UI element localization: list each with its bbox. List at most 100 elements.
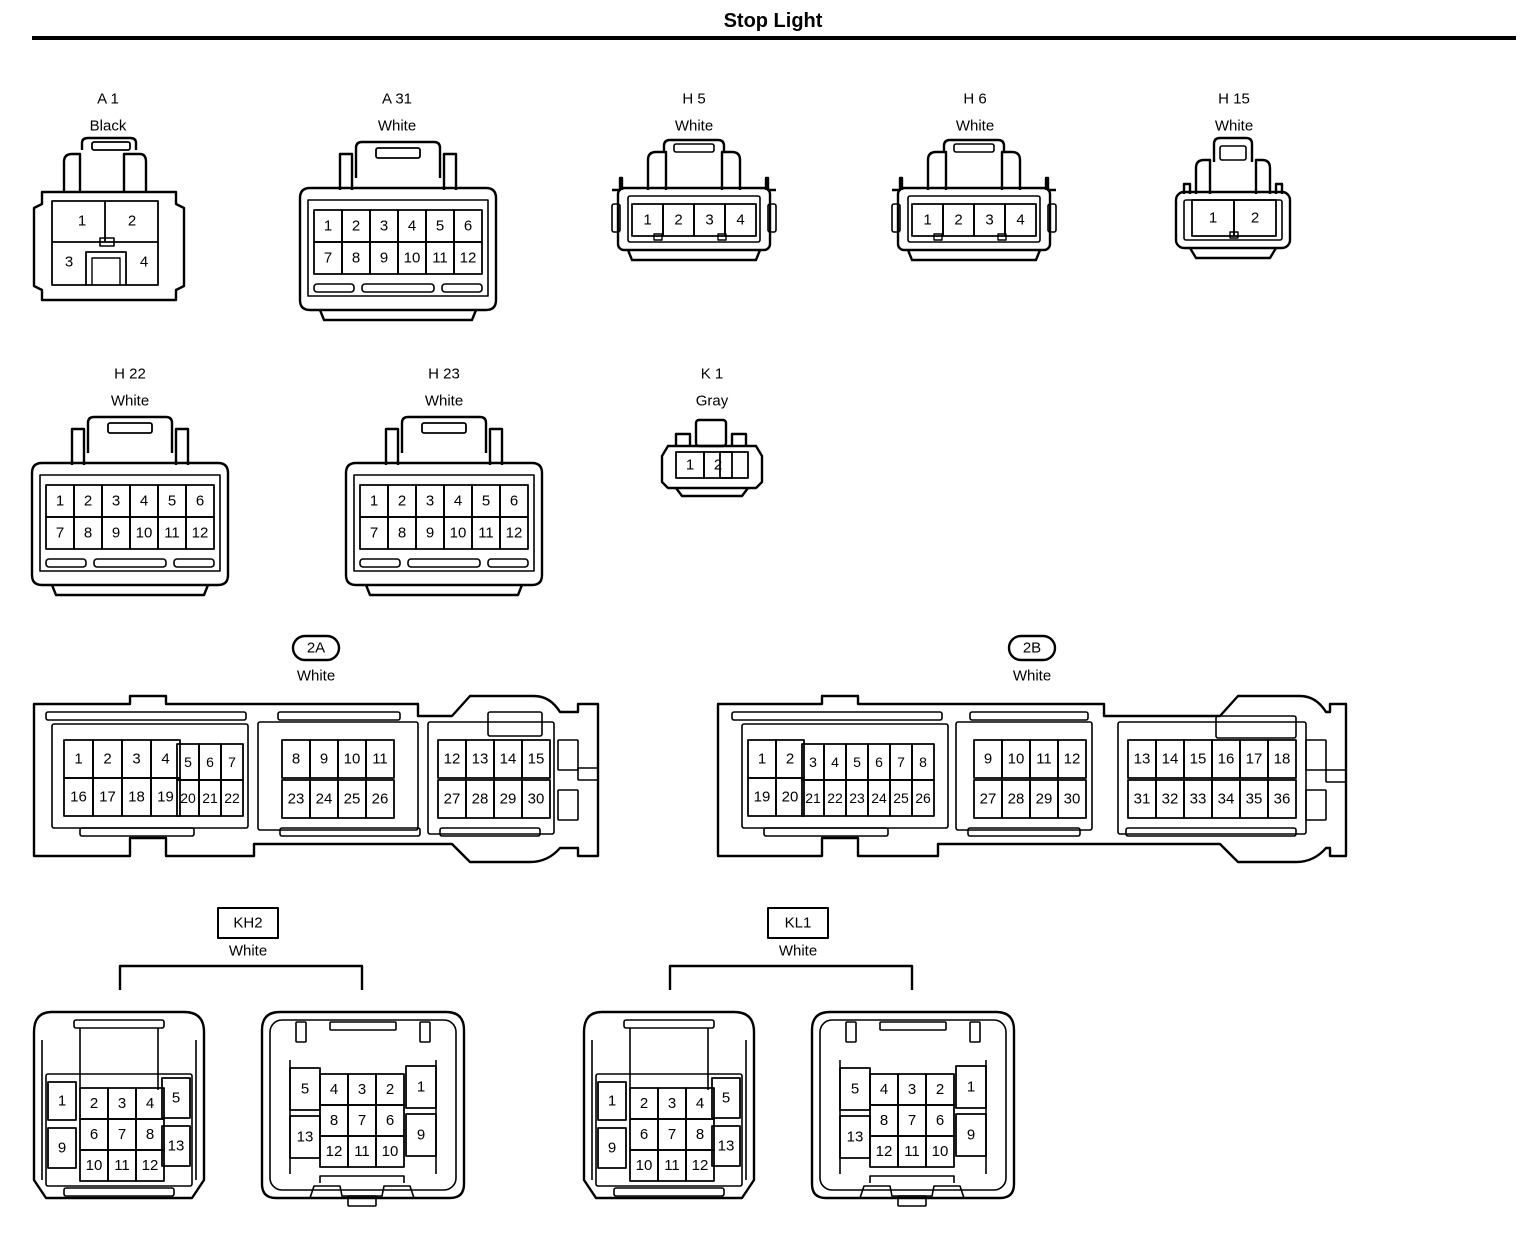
pin: 32 [1155,779,1185,819]
pin: 3 [347,1073,377,1106]
pin-label: 3 [132,751,140,768]
connector-color: White [675,118,713,135]
pin-label: 4 [736,212,744,229]
pin-label: 22 [827,790,843,806]
pin: 3 [415,484,445,518]
pin: 18 [1267,739,1297,779]
pin: 13 [465,739,495,779]
pin-label: 2 [674,212,682,229]
connector-color: White [956,118,994,135]
pin-label: 25 [344,791,361,808]
pin-label: 17 [99,789,116,806]
pin-label: 13 [718,1138,735,1155]
pin-label: 22 [224,790,240,806]
pin-label: 35 [1246,791,1263,808]
pin-label: 10 [636,1157,653,1174]
pin: 1 [63,739,94,779]
pin: 26 [911,779,935,817]
pin: 17 [1239,739,1269,779]
pin-label: 4 [831,754,839,770]
pin-label: 9 [967,1127,975,1144]
page-title: Stop Light [723,10,823,32]
pin: 6 [453,209,483,243]
pin-label: 1 [643,212,651,229]
pin-label: 3 [118,1095,126,1112]
pin: 2 [387,484,417,518]
pin-label: 2 [103,751,111,768]
connector-color: Gray [696,393,729,410]
connector-color: White [1013,668,1051,685]
pin: 11 [1029,739,1059,779]
pin-label: 4 [696,1095,704,1112]
pin-label: 14 [1162,751,1179,768]
pin: 12 [685,1149,715,1182]
pin-label: 5 [172,1090,180,1107]
connector-color: White [378,118,416,135]
connector-code: H 5 [682,91,705,108]
pin: 10 [129,516,159,550]
pin-label: 10 [450,525,467,542]
pin-label: 21 [805,790,821,806]
pin: 1 [675,451,705,479]
pin-label: 8 [880,1112,888,1129]
pin: 14 [493,739,523,779]
pin: 6 [867,743,891,781]
pin: 12 [1057,739,1087,779]
pin-label: 11 [432,250,448,267]
pin: 2 [375,1073,405,1106]
pin-label: 2 [386,1081,394,1098]
pin-label: 13 [1134,751,1151,768]
pin: 11 [107,1149,137,1182]
pin-label: 3 [112,493,120,510]
pin: 15 [1183,739,1213,779]
pin: 7 [313,241,343,275]
pin-label: 9 [608,1140,616,1157]
pin: 3 [121,739,152,779]
pin-label: 33 [1190,791,1207,808]
pin: 20 [775,777,805,817]
pin: 11 [897,1135,927,1168]
pin-label: 2 [1251,210,1259,227]
pin: 2 [341,209,371,243]
pin-label: 1 [608,1093,616,1110]
pin-label: 4 [408,218,416,235]
pin-label: 8 [292,751,300,768]
pin-label: 12 [460,250,477,267]
pin-label: 9 [380,250,388,267]
pin-label: 23 [288,791,305,808]
pin-label: 4 [146,1095,154,1112]
pin: 10 [443,516,473,550]
pin-label: 2 [954,212,962,229]
pin-label: 7 [668,1126,676,1143]
pin: 8 [341,241,371,275]
pin-label: 4 [330,1081,338,1098]
pin-label: 13 [168,1138,185,1155]
pin-label: 2 [128,213,136,230]
pin: 12 [499,516,529,550]
pin: 9 [415,516,445,550]
pin-label: 8 [330,1112,338,1129]
pin: 21 [801,779,825,817]
pin: 34 [1211,779,1241,819]
pin: 4 [685,1087,715,1120]
pin-label: 18 [128,789,145,806]
pin: 12 [437,739,467,779]
pin: 3 [107,1087,137,1120]
pin-label: 32 [1162,791,1179,808]
pin-label: 10 [382,1143,399,1160]
pin: 3 [897,1073,927,1106]
connector-code: K 1 [701,366,724,383]
pin: 25 [337,779,367,819]
connector-color: White [425,393,463,410]
pin: 30 [1057,779,1087,819]
pin-label: 2 [398,493,406,510]
pin-label: 19 [157,789,174,806]
pin-label: 29 [500,791,517,808]
pin: 10 [375,1135,405,1168]
connector-color: White [297,668,335,685]
pin-label: 24 [316,791,333,808]
